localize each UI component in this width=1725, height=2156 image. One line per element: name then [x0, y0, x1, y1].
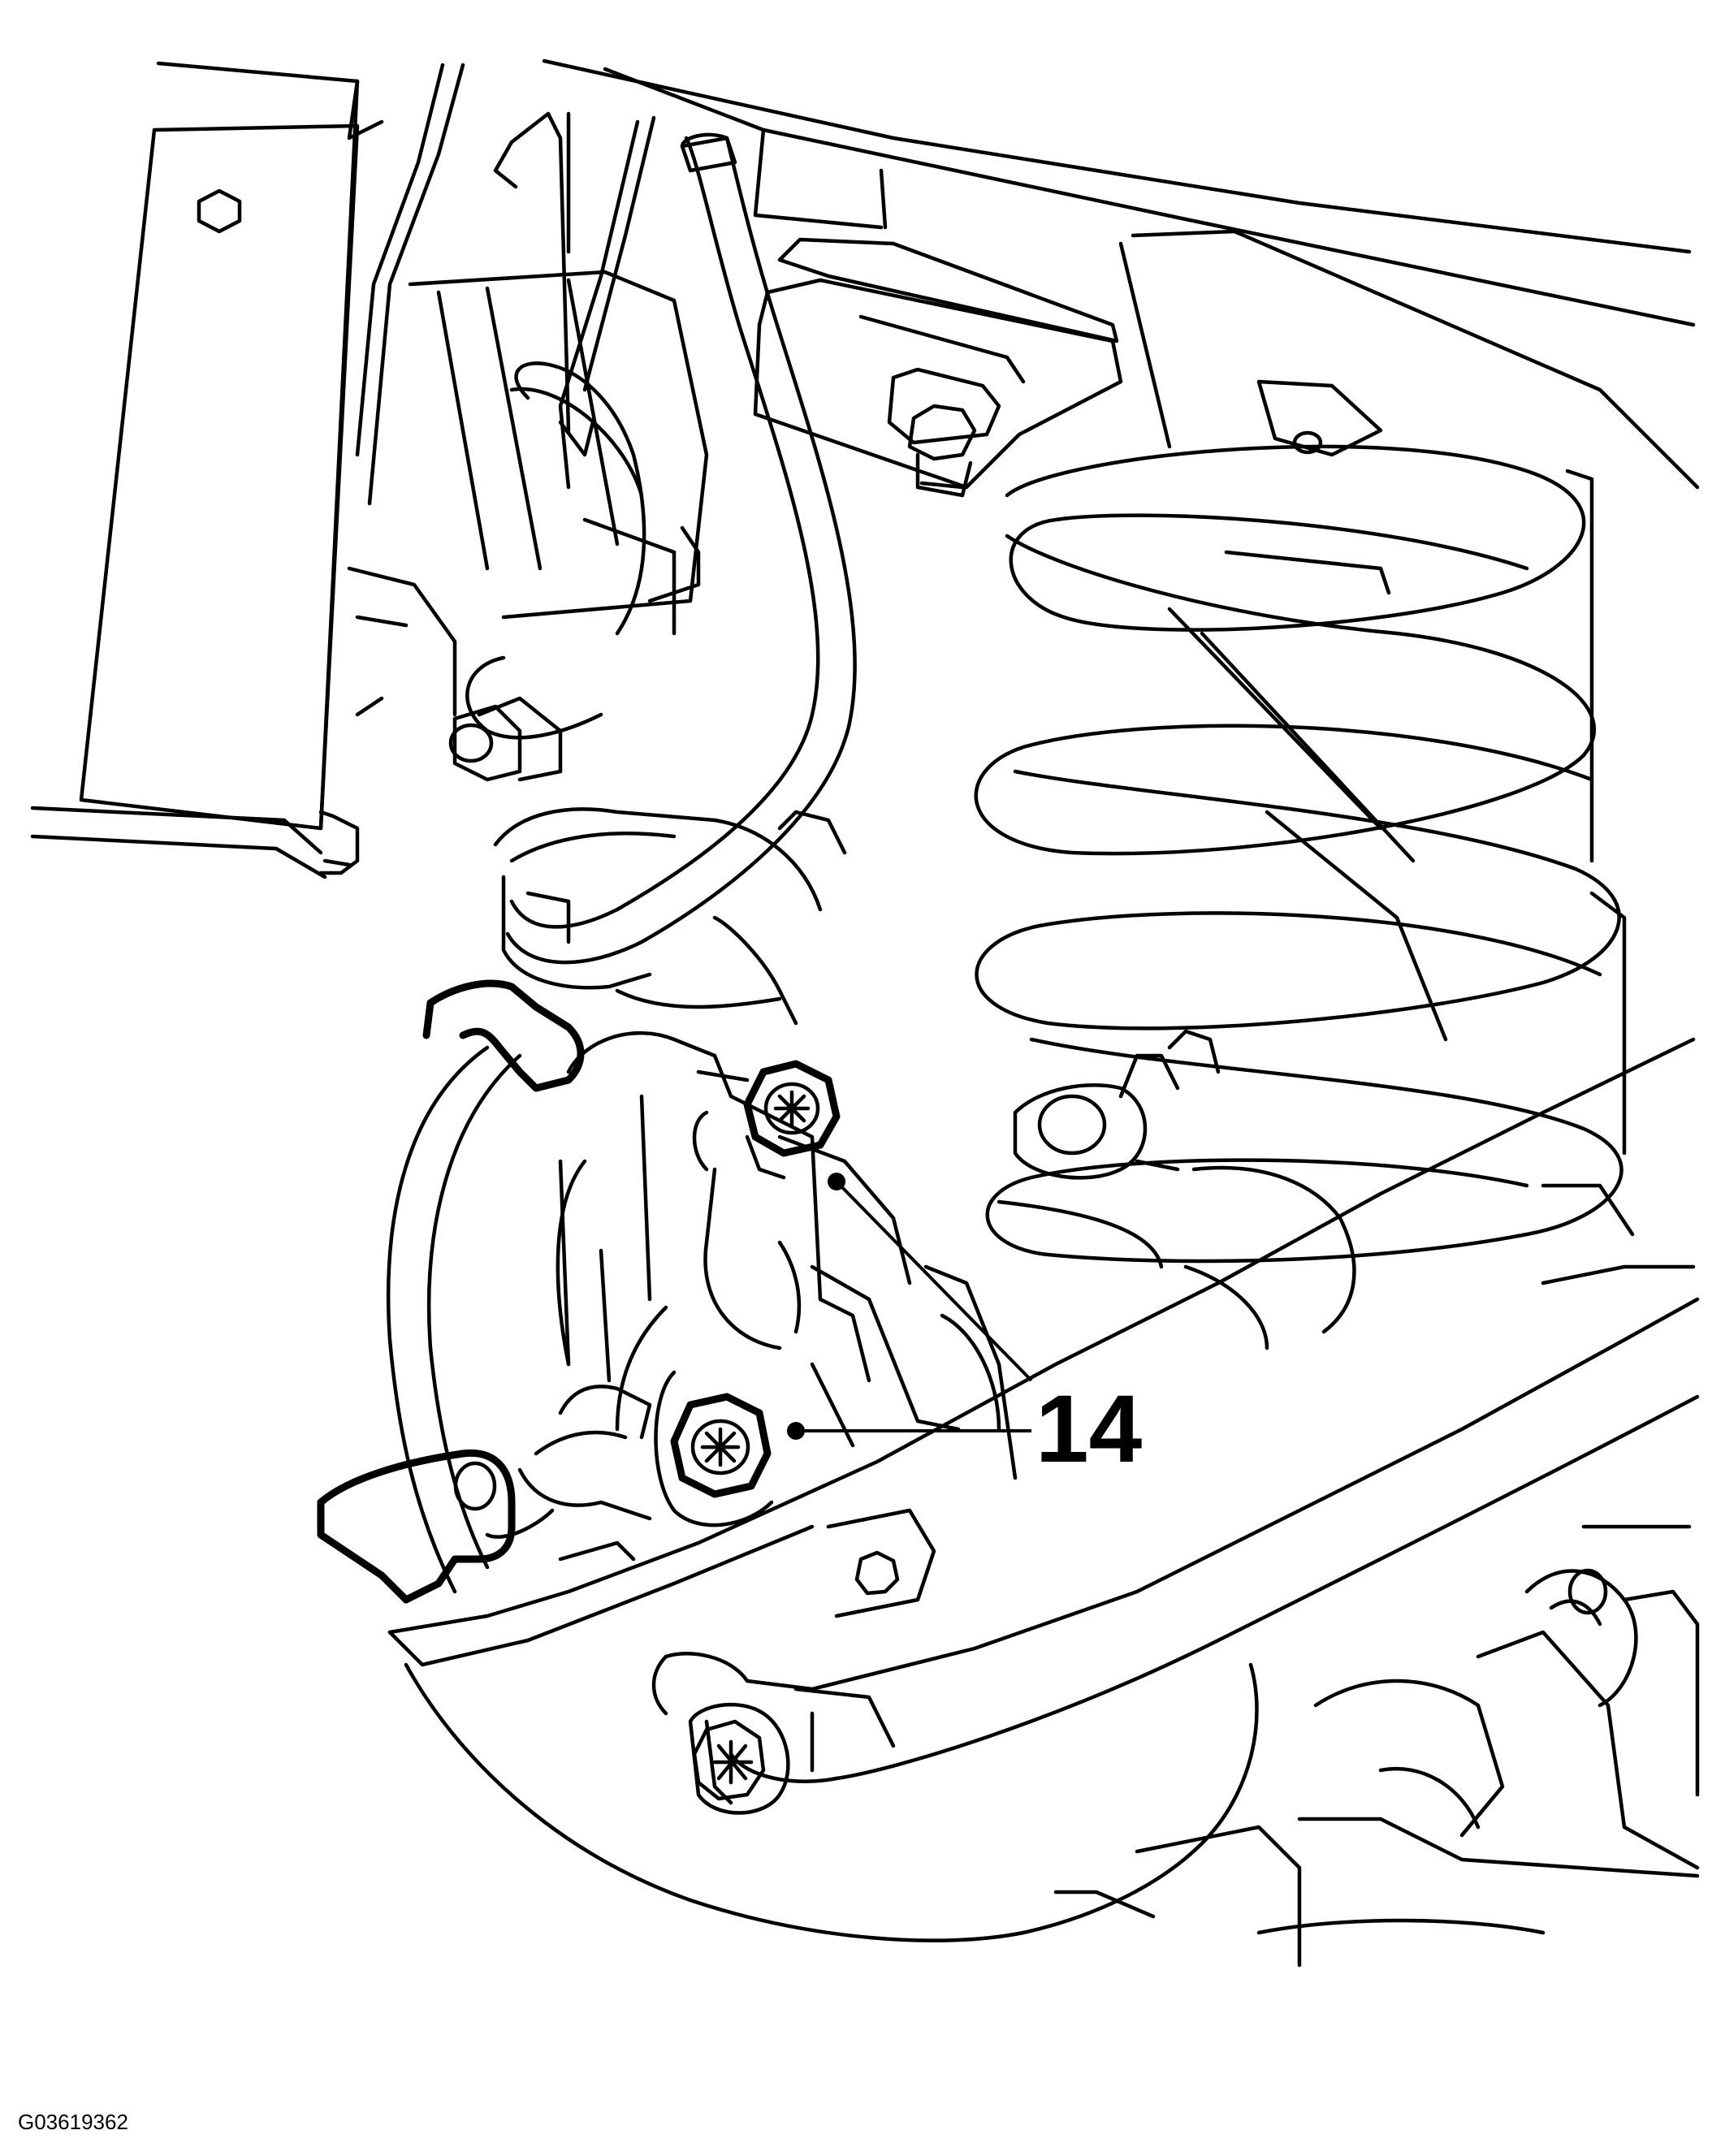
- bleeder-bolt: [448, 696, 563, 782]
- brake-rotor: [387, 1045, 1259, 1942]
- sensor-bracket: [317, 979, 585, 1604]
- hub-assembly: [1053, 1183, 1700, 1968]
- spring-upper-mount: [753, 237, 1123, 498]
- caliper-body: [493, 807, 1018, 1480]
- sensor-wire: [485, 1385, 652, 1562]
- brake-hose: [505, 132, 857, 965]
- callout-label: 14: [1035, 1376, 1142, 1483]
- chassis-rail: [542, 58, 1700, 490]
- caliper-bolt-icon: [654, 1370, 774, 1527]
- leader-line-upper: [835, 1180, 1033, 1382]
- shock-absorber: [1013, 550, 1448, 1350]
- callout-14: 14: [787, 1173, 1142, 1483]
- coil-spring-icon: [974, 444, 1627, 1269]
- carrier-bolt: [826, 1508, 936, 1618]
- lower-arm-bolt: [688, 1702, 790, 1815]
- figure-id: G03619362: [18, 2110, 128, 2134]
- body-panel: [30, 61, 384, 879]
- lower-control-arm: [387, 1037, 1700, 1805]
- caliper-bolt-icon: [692, 1060, 841, 1180]
- brake-line-bracket: [347, 270, 709, 740]
